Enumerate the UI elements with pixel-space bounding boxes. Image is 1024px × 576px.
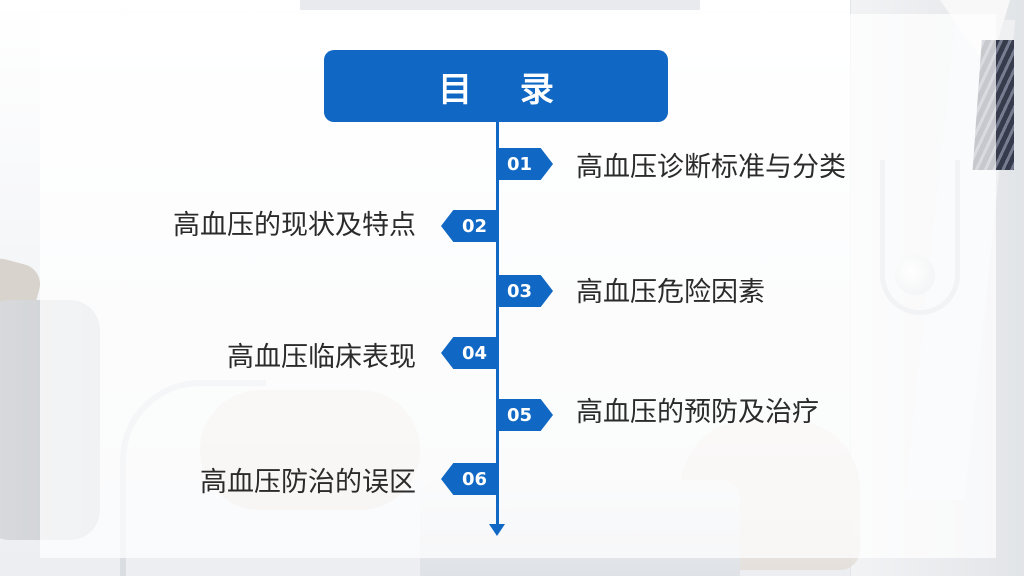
item-number: 01 <box>507 153 533 175</box>
item-number: 05 <box>507 404 533 426</box>
page-title: 目 录 <box>438 69 572 110</box>
background-fragment <box>300 0 700 10</box>
item-number-tag: 05 <box>497 399 553 431</box>
item-number-tag: 04 <box>441 337 497 369</box>
item-number: 02 <box>461 215 487 237</box>
title-banner: 目 录 <box>324 50 668 122</box>
toc-item-3[interactable]: 高血压危险因素 <box>576 277 765 308</box>
toc-item-4[interactable]: 高血压临床表现 <box>227 342 416 373</box>
toc-item-5[interactable]: 高血压的预防及治疗 <box>576 397 819 428</box>
timeline-axis <box>496 122 499 532</box>
item-number-tag: 01 <box>497 148 553 180</box>
item-number-tag: 03 <box>497 275 553 307</box>
item-number-tag: 06 <box>441 463 497 495</box>
item-number: 06 <box>461 468 487 490</box>
toc-item-6[interactable]: 高血压防治的误区 <box>200 467 416 498</box>
toc-item-2[interactable]: 高血压的现状及特点 <box>173 210 416 241</box>
item-number-tag: 02 <box>441 210 497 242</box>
item-number: 04 <box>461 342 487 364</box>
toc-item-1[interactable]: 高血压诊断标准与分类 <box>576 152 846 183</box>
arrow-down-icon <box>489 524 505 536</box>
item-number: 03 <box>507 280 533 302</box>
